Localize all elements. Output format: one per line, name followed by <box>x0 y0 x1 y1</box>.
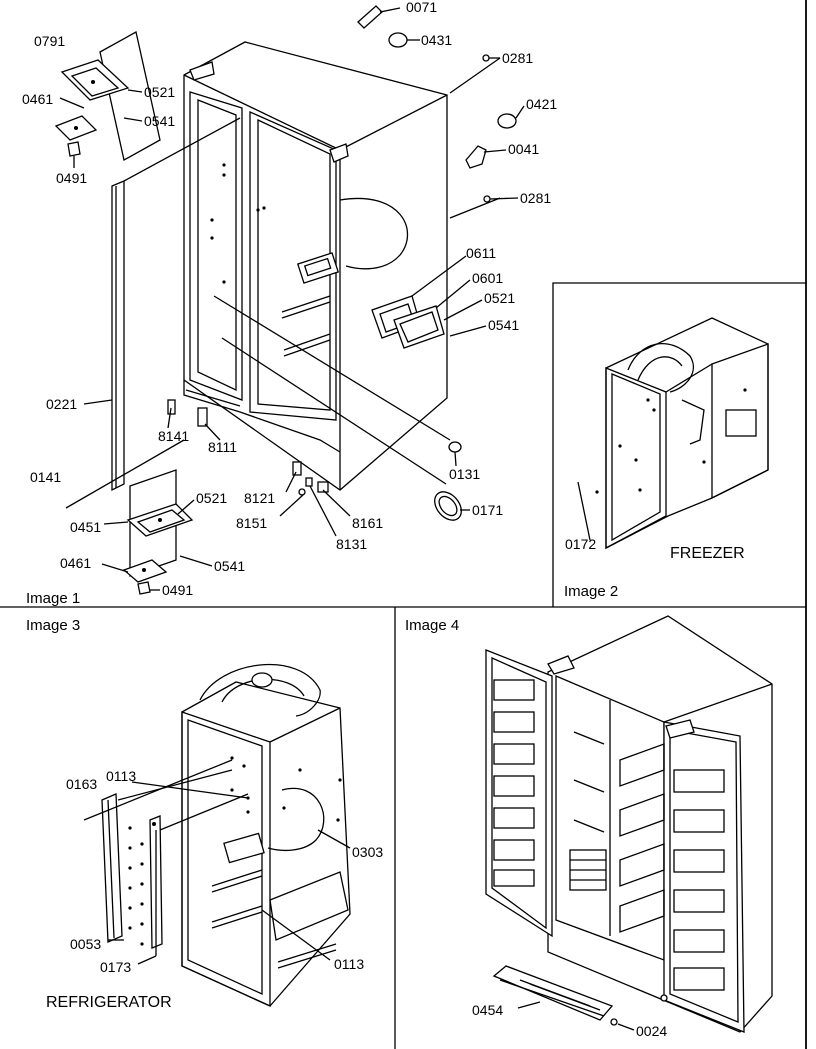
callout-0431: 0431 <box>421 32 452 48</box>
callout-0173: 0173 <box>100 959 131 975</box>
callout-0521-bottom: 0521 <box>196 490 227 506</box>
callout-0541-top: 0541 <box>144 113 175 129</box>
callout-0521-mid: 0521 <box>484 290 515 306</box>
callout-0454: 0454 <box>472 1002 503 1018</box>
callout-0071: 0071 <box>406 0 437 15</box>
callout-0541-bottom: 0541 <box>214 558 245 574</box>
callout-0281-top: 0281 <box>502 50 533 66</box>
image2-freezer-drawing: FREEZER 0172 Image 2 <box>564 317 769 600</box>
callout-0141: 0141 <box>30 469 61 485</box>
left-door-bins <box>493 679 535 887</box>
right-door-bins <box>673 769 725 991</box>
image1-cabinet-drawing <box>54 5 525 595</box>
callout-0041: 0041 <box>508 141 539 157</box>
callout-8121: 8121 <box>244 490 275 506</box>
callout-0303: 0303 <box>352 844 383 860</box>
callout-0491-bottom: 0491 <box>162 582 193 598</box>
image2-caption: Image 2 <box>564 583 618 600</box>
callout-8141: 8141 <box>158 428 189 444</box>
callout-8111: 8111 <box>208 439 237 455</box>
freezer-label: FREEZER <box>670 545 745 562</box>
callout-0461-top: 0461 <box>22 91 53 107</box>
refrigerator-label: REFRIGERATOR <box>46 994 172 1011</box>
callout-0053: 0053 <box>70 936 101 952</box>
callout-0451: 0451 <box>70 519 101 535</box>
image3-caption: Image 3 <box>26 617 80 634</box>
image4-caption: Image 4 <box>405 617 459 634</box>
callout-0521-top: 0521 <box>144 84 175 100</box>
callout-8131: 8131 <box>336 536 367 552</box>
callout-0163: 0163 <box>66 776 97 792</box>
callout-8151: 8151 <box>236 515 267 531</box>
callout-0171: 0171 <box>472 502 503 518</box>
callout-0611: 0611 <box>466 245 496 261</box>
image4-unit-drawing: 0454 0024 Image 4 <box>405 615 773 1039</box>
callout-0131: 0131 <box>449 466 480 482</box>
callout-0421: 0421 <box>526 96 557 112</box>
callout-0281-mid: 0281 <box>520 190 551 206</box>
callout-0791: 0791 <box>34 33 65 49</box>
callout-8161: 8161 <box>352 515 383 531</box>
callout-0113-bottom: 0113 <box>334 956 364 972</box>
image3-refrigerator-drawing: 0163 0113 0303 0053 0173 0113 REFRIGERAT… <box>26 617 383 1011</box>
callout-0461-bottom: 0461 <box>60 555 91 571</box>
callout-0601: 0601 <box>472 270 503 286</box>
callout-0221: 0221 <box>46 396 77 412</box>
image1-caption: Image 1 <box>26 590 80 607</box>
callout-0491-top: 0491 <box>56 170 87 186</box>
callout-0541-mid: 0541 <box>488 317 519 333</box>
callout-0172: 0172 <box>565 536 596 552</box>
image1-callouts: 0071 0431 0281 0421 0041 0281 0791 0521 … <box>22 0 557 607</box>
callout-0024: 0024 <box>636 1023 667 1039</box>
callout-0113-top: 0113 <box>106 768 136 784</box>
